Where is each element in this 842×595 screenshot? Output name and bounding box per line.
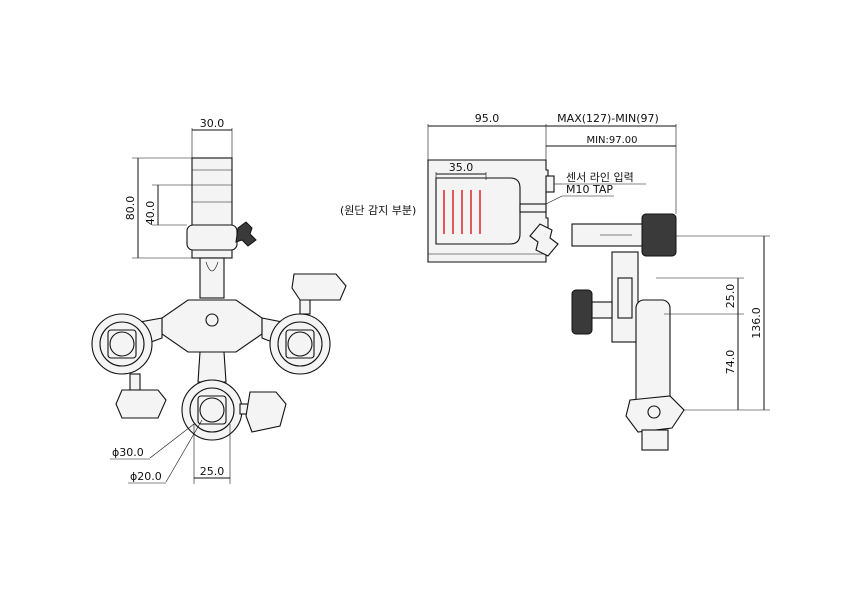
dim-40: 40.0 [144,201,157,226]
callout-m10-tap: M10 TAP [566,183,613,196]
arm-knob-icon [571,289,593,335]
dim-phi-20: ϕ20.0 [130,470,162,483]
lower-link [635,299,671,411]
dim-max-min: MAX(127)-MIN(97) [557,112,659,125]
dim-74: 74.0 [724,350,737,375]
callout-sensor-line: 센서 라인 입력 [566,171,634,184]
dim-95: 95.0 [475,112,500,125]
lower-left-knob-icon [115,389,167,419]
dim-35: 35.0 [449,161,474,174]
dim-30: 30.0 [200,117,225,130]
sensing-slot [435,177,521,245]
callout-fabric-sensing: (원단 감지 부분) [340,204,416,217]
dim-phi-30: ϕ30.0 [112,446,144,459]
dim-136: 136.0 [750,307,763,339]
front-knob-icon [529,223,559,257]
bottom-knob-icon [245,391,287,433]
upper-right-knob-icon [291,273,347,301]
dim-25-right: 25.0 [724,284,737,309]
clamp-collar [186,224,238,251]
right-view: 95.0 MAX(127)-MIN(97) MIN:97.00 35.0 센서 … [340,112,770,451]
dim-min-97: MIN:97.00 [586,135,637,146]
stem [199,257,225,299]
adjust-knob-icon [641,213,677,257]
side-knob-icon [235,221,257,247]
dim-80: 80.0 [124,196,137,221]
dim-25-bottom: 25.0 [200,465,225,478]
left-view: 30.0 80.0 40.0 25.0 ϕ30.0 ϕ20.0 [91,117,347,484]
